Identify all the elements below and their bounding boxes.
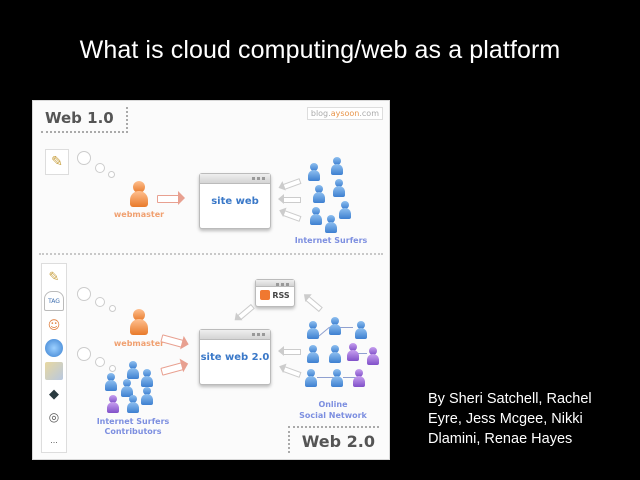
network-member-icon: [307, 321, 319, 339]
contributor-icon: [141, 369, 153, 387]
network-member-icon: [355, 321, 367, 339]
surfer-icon: [333, 179, 345, 197]
contributor-icon: [127, 395, 139, 413]
network-member-icon: [307, 345, 319, 363]
arrow-left: [278, 194, 301, 204]
authors-text: By Sheri Satchell, Rachel Eyre, Jess Mcg…: [428, 391, 592, 447]
network-member-icon: [367, 347, 379, 365]
web1-label: Web 1.0: [41, 107, 128, 133]
watermark: blog.aysoon.com: [306, 107, 383, 120]
contributor-icon: [127, 361, 139, 379]
car-icon: ◆: [49, 386, 59, 402]
network-member-icon: [331, 369, 343, 387]
contributors-label-line2: Contributors: [104, 427, 162, 436]
thought-bubble: [109, 365, 116, 372]
tag-icon: TAG: [44, 291, 64, 311]
surfer-icon: [308, 163, 320, 181]
network-member-icon: [305, 369, 317, 387]
edit-icon: ✎: [48, 269, 60, 285]
contributor-icon: [107, 395, 119, 413]
thought-bubble: [95, 163, 105, 173]
network-link: [353, 353, 367, 354]
surfer-icon: [313, 185, 325, 203]
network-member-icon: [347, 343, 359, 361]
rss-icon: [260, 290, 271, 300]
site-web-window: site web: [199, 173, 271, 229]
slide-title: What is cloud computing/web as a platfor…: [79, 36, 561, 64]
web2-tools-column: ✎ TAG ☺ ◆ ◎ ...: [41, 263, 67, 453]
surfer-icon: [310, 207, 322, 225]
watermark-prefix: blog.: [310, 109, 331, 118]
site-web-2-label: site web 2.0: [200, 352, 270, 363]
internet-surfers-label: Internet Surfers: [294, 236, 368, 245]
people-icon: ☺: [47, 318, 61, 332]
web2-label: Web 2.0: [287, 426, 379, 453]
watermark-suffix: .com: [359, 109, 379, 118]
arrow-left: [282, 210, 302, 222]
network-member-icon: [353, 369, 365, 387]
contributors-label-line1: Internet Surfers: [96, 417, 170, 426]
webmaster-icon: [130, 309, 148, 335]
arrow-left: [282, 366, 302, 378]
rss-window: RSS: [255, 279, 295, 307]
site-web-label: site web: [211, 196, 259, 207]
contributor-icon: [105, 373, 117, 391]
webmaster-icon: [130, 181, 148, 207]
contributor-icon: [141, 387, 153, 405]
social-network-label-line1: Online: [318, 400, 348, 409]
edit-icon: ✎: [45, 149, 69, 175]
more-icon: ...: [50, 435, 58, 445]
social-network-label: Online Social Network: [293, 399, 373, 421]
webmaster-label: webmaster: [113, 210, 165, 219]
network-member-icon: [329, 345, 341, 363]
social-network-label-line2: Social Network: [299, 411, 367, 420]
thought-bubble: [77, 287, 91, 301]
globe-icon: [45, 339, 63, 357]
thought-bubble: [108, 171, 115, 178]
surfer-icon: [331, 157, 343, 175]
thought-bubble: [77, 151, 91, 165]
webmaster-label: webmaster: [113, 339, 165, 348]
media-icon: ◎: [48, 410, 60, 424]
thought-bubble: [77, 347, 91, 361]
network-link: [343, 377, 357, 378]
section-divider: [39, 253, 383, 255]
map-icon: [45, 362, 63, 380]
watermark-brand: aysoon: [330, 109, 360, 118]
contributors-label: Internet Surfers Contributors: [93, 417, 173, 437]
network-link: [317, 377, 335, 378]
thought-bubble: [95, 297, 105, 307]
site-web-2-window: site web 2.0: [199, 329, 271, 385]
arrow-right: [160, 362, 184, 376]
arrow-right: [157, 191, 185, 205]
arrow-up-left: [305, 295, 323, 313]
thought-bubble: [109, 305, 116, 312]
arrow-left: [282, 178, 302, 190]
surfer-icon: [325, 215, 337, 233]
arrow-left: [278, 346, 301, 356]
arrow-down-left: [237, 303, 255, 321]
rss-label: RSS: [272, 290, 290, 300]
network-link: [335, 327, 353, 328]
web-diagram: Web 1.0 blog.aysoon.com ✎ webmaster site…: [32, 100, 390, 460]
surfer-icon: [339, 201, 351, 219]
network-member-icon: [329, 317, 341, 335]
thought-bubble: [95, 357, 105, 367]
contributor-icon: [121, 379, 133, 397]
